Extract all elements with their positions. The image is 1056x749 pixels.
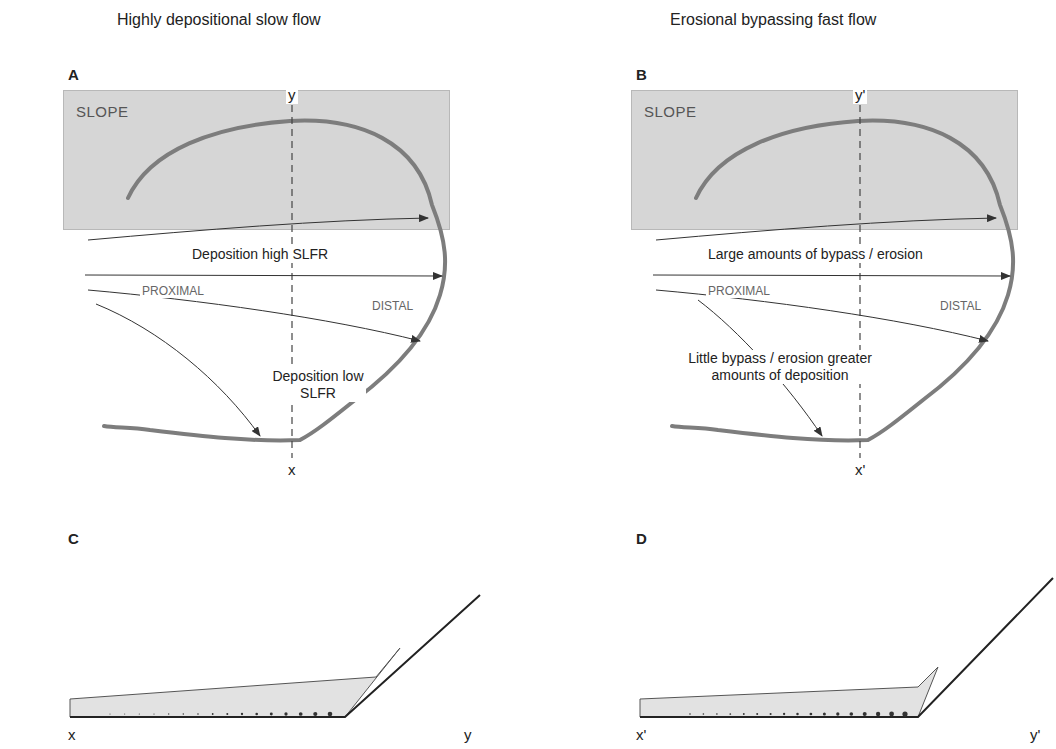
zone-label: PROXIMAL [140, 284, 206, 298]
panel-letter: A [66, 66, 81, 84]
slope-area: SLOPE [631, 90, 1018, 230]
section-end: x [66, 726, 78, 744]
process-note: Deposition low SLFR [270, 368, 366, 402]
zone-label: DISTAL [938, 299, 983, 313]
section-end: x' [853, 461, 867, 479]
panel-heading: Highly depositional slow flow [115, 10, 323, 29]
section-end: y [286, 86, 298, 104]
cross-section-c [70, 595, 480, 717]
panel-letter: C [66, 530, 81, 548]
process-note: Deposition high SLFR [190, 246, 330, 263]
section-end: y' [1028, 726, 1042, 744]
region-label: SLOPE [644, 103, 697, 120]
panel-letter: B [634, 66, 649, 84]
process-note: Little bypass / erosion greater amounts … [668, 350, 892, 384]
zone-label: PROXIMAL [706, 284, 772, 298]
section-end: y' [853, 86, 867, 104]
cross-section-d [640, 578, 1053, 717]
panel-heading: Erosional bypassing fast flow [668, 10, 878, 29]
lobe-a [85, 105, 445, 458]
section-end: x' [634, 726, 648, 744]
slope-area: SLOPE [63, 90, 450, 230]
section-end: y [462, 726, 474, 744]
lobe-b [653, 105, 1013, 458]
panel-letter: D [634, 530, 649, 548]
section-end: x [286, 461, 298, 479]
zone-label: DISTAL [370, 299, 415, 313]
process-note: Large amounts of bypass / erosion [706, 246, 925, 263]
region-label: SLOPE [76, 103, 129, 120]
